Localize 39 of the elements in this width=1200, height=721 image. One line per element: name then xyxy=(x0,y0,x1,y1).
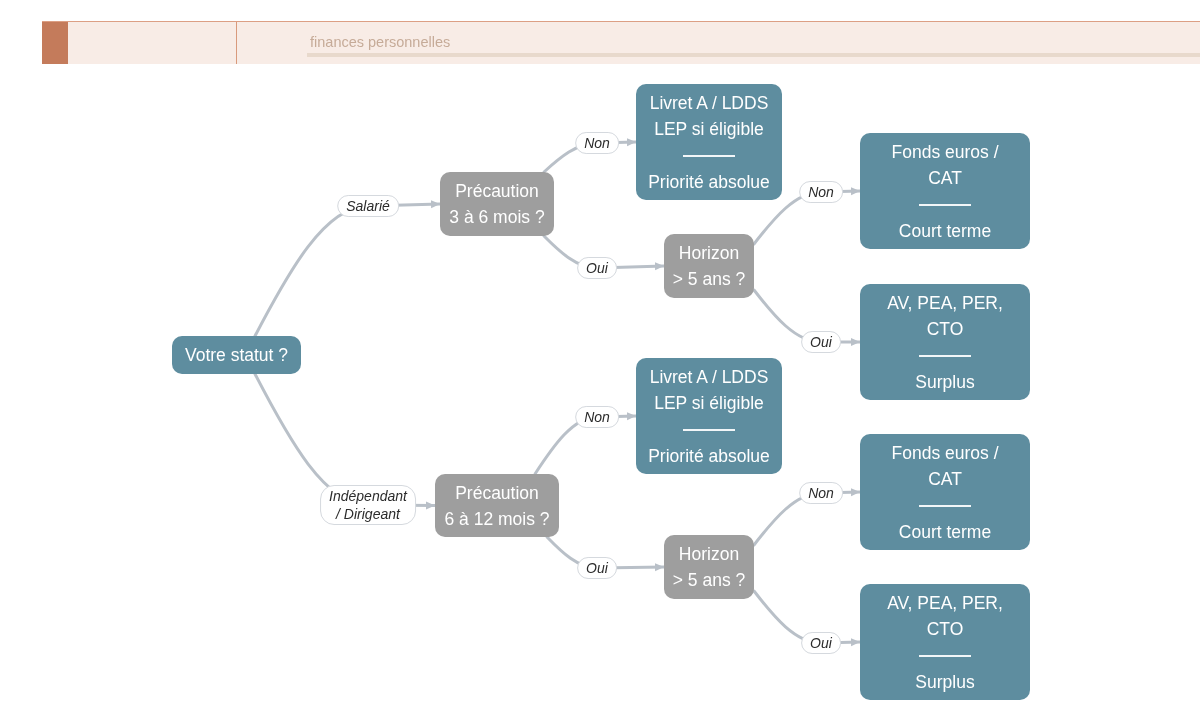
result-text: Fonds euros / CAT xyxy=(890,441,1000,491)
result-box xyxy=(860,434,1030,550)
question-text: Précaution 6 à 12 mois ? xyxy=(444,481,550,531)
edge-label: Salarié xyxy=(337,195,399,217)
result-text: AV, PEA, PER, CTO xyxy=(886,291,1004,341)
edge-label: Non xyxy=(575,132,619,154)
result-text: Fonds euros / CAT xyxy=(890,140,1000,190)
edge-label: Oui xyxy=(577,557,617,579)
result-text: Livret A / LDDS LEP si éligible xyxy=(648,365,770,415)
result-text: AV, PEA, PER, CTO xyxy=(886,591,1004,641)
edge-label: Non xyxy=(799,181,843,203)
result-box xyxy=(860,284,1030,400)
result-text: Court terme xyxy=(898,219,992,243)
edge-label: Oui xyxy=(801,331,841,353)
decision-box xyxy=(440,172,554,236)
result-text: Surplus xyxy=(915,370,975,394)
result-text: Priorité absolue xyxy=(648,444,770,468)
start-box xyxy=(172,336,301,374)
result-box xyxy=(860,584,1030,700)
decision-box xyxy=(435,474,559,537)
edge-label: Oui xyxy=(577,257,617,279)
edge-label: Non xyxy=(575,406,619,428)
result-text: Surplus xyxy=(915,670,975,694)
decision-box xyxy=(664,234,754,298)
result-box xyxy=(860,133,1030,249)
result-box xyxy=(636,84,782,200)
subtitle-text: finances personnelles xyxy=(310,34,451,51)
edge-label: Non xyxy=(799,482,843,504)
result-text: Priorité absolue xyxy=(648,170,770,194)
question-text: Horizon > 5 ans ? xyxy=(672,242,746,291)
edge-label: Oui xyxy=(801,632,841,654)
edge-label: Indépendant / Dirigeant xyxy=(320,485,416,525)
decision-box xyxy=(664,535,754,599)
result-text: Court terme xyxy=(898,520,992,544)
question-text: Votre statut ? xyxy=(184,344,289,367)
question-text: Horizon > 5 ans ? xyxy=(672,543,746,592)
question-text: Précaution 3 à 6 mois ? xyxy=(449,180,545,229)
result-text: Livret A / LDDS LEP si éligible xyxy=(648,91,770,141)
result-box xyxy=(636,358,782,474)
